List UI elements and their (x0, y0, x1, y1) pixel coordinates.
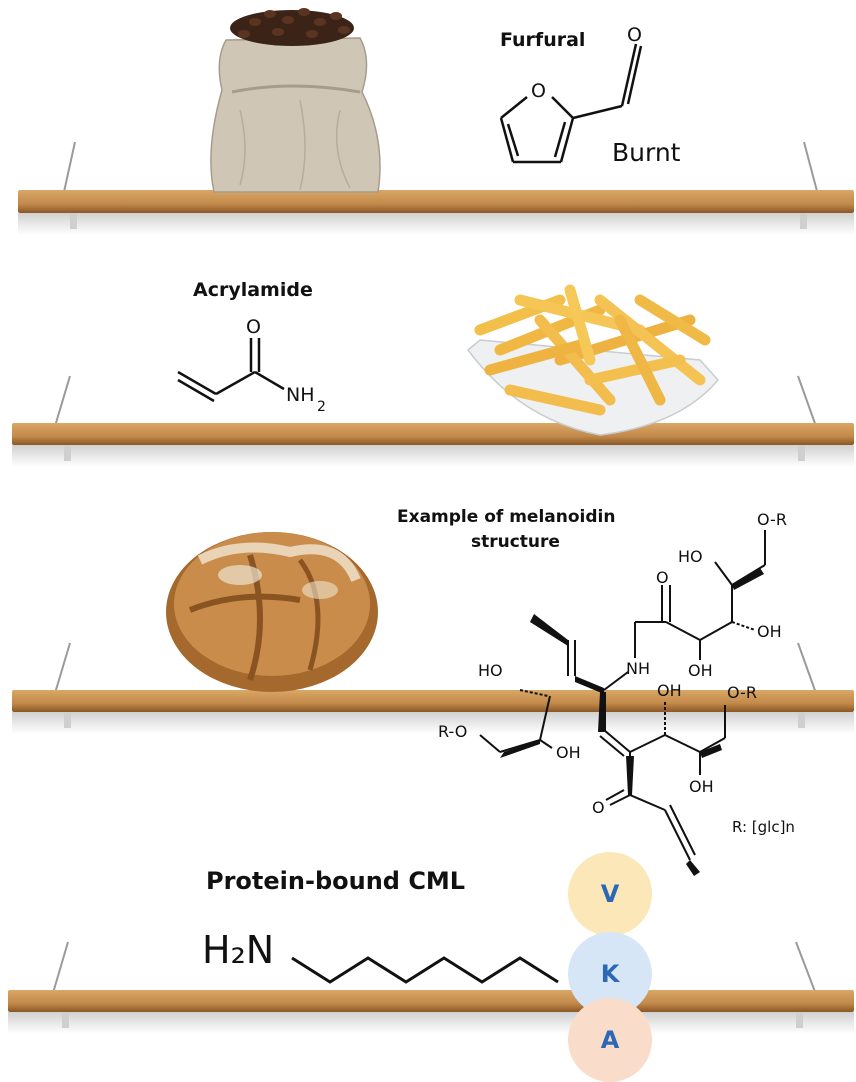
furfural-structure (499, 43, 643, 164)
cml-h2n: H₂N (202, 928, 274, 972)
furfural-aldehyde-oxygen: O (627, 24, 642, 46)
melanoidin-ho-top: HO (678, 547, 703, 566)
acrylamide-oxygen: O (246, 316, 261, 338)
melanoidin-ro-left: R-O (438, 722, 467, 741)
shelf-1 (18, 141, 854, 235)
burnt-label: Burnt (612, 138, 681, 167)
r-note: R: [glc]n (732, 818, 795, 836)
melanoidin-oh-low: OH (689, 777, 714, 796)
bead-k-letter: K (600, 960, 620, 988)
melanoidin-wedge-bonds (500, 568, 764, 876)
acrylamide-label: Acrylamide (193, 279, 313, 301)
melanoidin-oh-right: OH (757, 622, 782, 641)
melanoidin-oh-left-low: OH (556, 743, 581, 762)
bead-v: V (568, 852, 652, 936)
melanoidin-oxygen-bottom: O (592, 798, 605, 817)
bead-a-letter: A (600, 1026, 620, 1054)
bead-v-letter: V (600, 880, 620, 908)
furfural-label: Furfural (500, 29, 586, 51)
melanoidin-keto-oxygen: O (656, 568, 669, 587)
acrylamide-nh: NH (286, 384, 315, 406)
melanoidin-nh: NH (626, 659, 650, 678)
cml-label: Protein-bound CML (206, 867, 466, 895)
furfural-ring-oxygen: O (531, 80, 546, 102)
coffee-sack-image (210, 8, 381, 193)
melanoidin-label-line2: structure (471, 532, 560, 552)
cml-chain (291, 956, 559, 984)
shelf-3 (12, 642, 854, 734)
melanoidin-oh-center: OH (657, 681, 682, 700)
melanoidin-or-right: O-R (727, 683, 757, 702)
shelf-2 (12, 375, 854, 467)
bread-loaf-image (166, 532, 378, 692)
melanoidin-structure (479, 530, 766, 861)
french-fries-image (466, 284, 719, 436)
melanoidin-label-line1: Example of melanoidin (397, 507, 616, 527)
melanoidin-ho-left: HO (478, 661, 503, 680)
bead-a: A (568, 998, 652, 1082)
acrylamide-structure (177, 338, 285, 403)
acrylamide-nh-subscript: 2 (317, 399, 326, 415)
melanoidin-or-top: O-R (757, 510, 787, 529)
melanoidin-oh-mid: OH (688, 661, 713, 680)
